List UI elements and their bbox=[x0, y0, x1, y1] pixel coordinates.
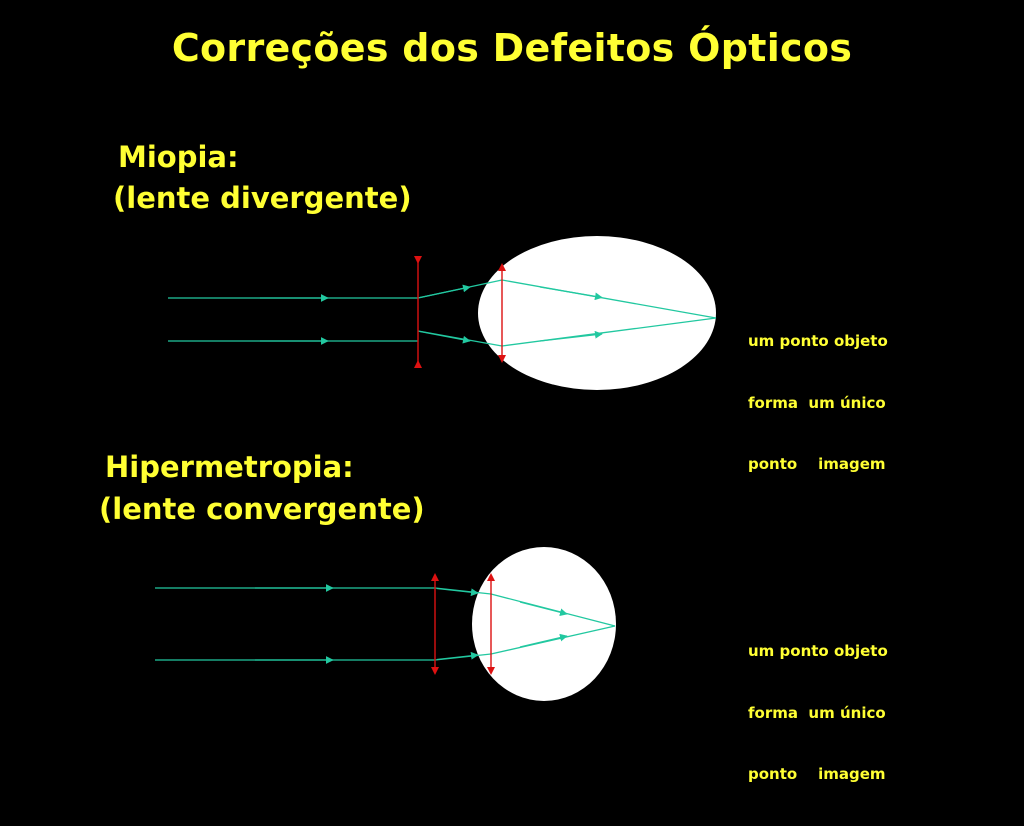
hyperopia-eye-lens bbox=[487, 573, 495, 675]
myopia-subheading: (lente divergente) bbox=[113, 181, 412, 215]
hyperopia-eyeball bbox=[472, 547, 616, 701]
hyperopia-convergent-lens bbox=[431, 573, 439, 675]
myopia-eye-lens bbox=[498, 263, 506, 363]
slide-title: Correções dos Defeitos Ópticos bbox=[171, 26, 853, 70]
hyperopia-diagram bbox=[155, 547, 616, 701]
myopia-ray-lower bbox=[168, 317, 717, 347]
hyperopia-subheading: (lente convergente) bbox=[99, 492, 425, 526]
optics-diagrams bbox=[155, 236, 717, 701]
hyperopia-caption-line: um ponto objeto bbox=[748, 642, 888, 660]
myopia-divergent-lens bbox=[414, 256, 422, 368]
slide: Correções dos Defeitos Ópticos Miopia: (… bbox=[99, 26, 888, 783]
myopia-caption: um ponto objeto forma um único ponto ima… bbox=[748, 290, 888, 516]
myopia-heading: Miopia: bbox=[118, 140, 239, 174]
myopia-caption-line: um ponto objeto bbox=[748, 332, 888, 350]
myopia-caption-line: ponto imagem bbox=[748, 455, 886, 473]
myopia-caption-line: forma um único bbox=[748, 393, 886, 412]
hyperopia-ray-lower bbox=[155, 625, 616, 664]
hyperopia-heading: Hipermetropia: bbox=[105, 450, 354, 484]
myopia-diagram bbox=[168, 236, 717, 390]
myopia-eyeball bbox=[478, 236, 716, 390]
hyperopia-caption-line: forma um único bbox=[748, 703, 886, 722]
hyperopia-ray-upper bbox=[155, 584, 616, 627]
myopia-ray-upper bbox=[168, 279, 717, 319]
